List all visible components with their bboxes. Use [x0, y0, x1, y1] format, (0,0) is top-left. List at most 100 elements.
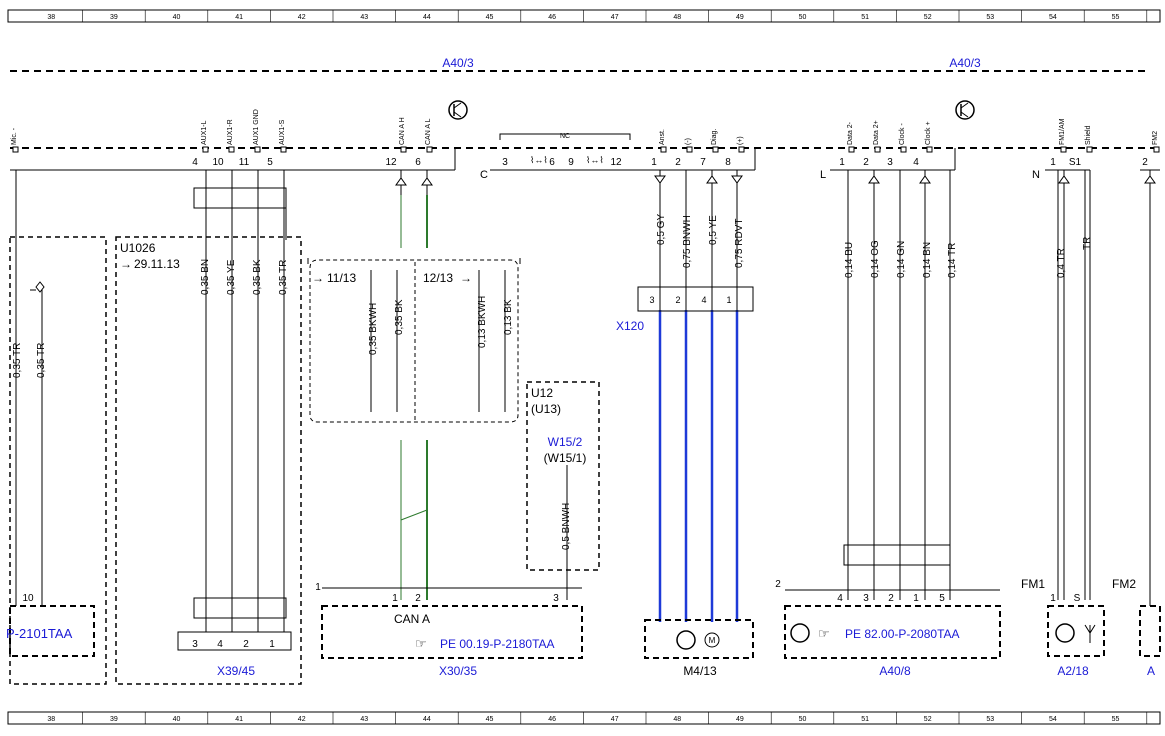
connection-marker-icon [731, 175, 743, 184]
wire-label: 0,35 BK [252, 259, 263, 295]
nc-label: NC [560, 133, 570, 140]
grid-cell-label: 47 [611, 716, 619, 723]
grid-cell-label: 53 [986, 14, 994, 21]
wire-label: 0,5 GY [656, 214, 667, 245]
unit-label-a40-3-left[interactable]: A40/3 [442, 56, 474, 70]
component-boxes [9, 605, 1161, 659]
connector-label-c: C [480, 169, 488, 181]
pin-number: 3 [863, 593, 869, 604]
grid-cell-label: 45 [486, 14, 494, 21]
a40-8-label[interactable]: A40/8 [879, 664, 911, 678]
right-component-label[interactable]: A [1147, 664, 1155, 678]
antenna-icon [1055, 623, 1096, 643]
variant-w15-2[interactable]: W15/2 [548, 435, 583, 449]
wire-label: 0,35 BN [200, 259, 211, 295]
variant-u1026-date: 29.11.13 [134, 257, 180, 271]
x39-45-connector [177, 631, 292, 651]
nc-jumper-icon: ⌇↔⌇ [530, 155, 548, 165]
grid-cell-label: 55 [1112, 14, 1120, 21]
wire-label: 0,75 BNWH [682, 215, 693, 268]
connection-marker-icon [919, 175, 931, 184]
pin-label-aux-l: AUX1-L [201, 120, 208, 145]
wire-labels: 0,35 BN 0,35 YE 0,35 BK 0,35 TR 0,35 TR … [12, 214, 1093, 550]
variant-u13: (U13) [531, 402, 561, 416]
left-ref-link[interactable]: P-2101TAA [6, 626, 73, 641]
pin-square [280, 146, 287, 153]
grid-cell-label: 46 [548, 14, 556, 21]
connector-label-l: L [820, 169, 826, 181]
grid-cell-label: 50 [799, 14, 807, 21]
grid-cell-label: 41 [235, 14, 243, 21]
pin-number: 2 [675, 295, 680, 305]
pin-label-minus: (-) [685, 138, 692, 145]
pin-number: 7 [700, 157, 706, 168]
pin-number: 2 [243, 639, 249, 650]
pin-number: S [1074, 593, 1081, 604]
pin-square [1060, 146, 1067, 153]
pin-square [848, 146, 855, 153]
fm1-label: FM1 [1021, 577, 1045, 591]
connector-label-n: N [1032, 169, 1040, 181]
pin-number: 2 [415, 593, 421, 604]
variant-w15-1: (W15/1) [544, 451, 587, 465]
connection-marker-icon [654, 175, 666, 184]
transistor-icon [790, 623, 810, 643]
pin-squares [12, 146, 1160, 153]
pin-number: 2 [888, 593, 894, 604]
connection-marker-icon [1058, 175, 1070, 184]
pin-label-data2p: Data 2+ [873, 120, 880, 145]
pin-number: 12 [610, 157, 622, 168]
left-module-box [9, 236, 107, 685]
x30-35-label[interactable]: X30/35 [439, 664, 477, 678]
grid-cell-label: 38 [47, 14, 55, 21]
grid-cell-label: 43 [360, 14, 368, 21]
pin-square [202, 146, 209, 153]
pin-labels: Mic. - AUX1-L AUX1-R AUX1 GND AUX1-S CAN… [11, 109, 1159, 145]
pin-square [400, 146, 407, 153]
bottom-pin-numbers: 10 3 4 2 1 1 1 2 3 2 4 3 2 1 5 1 S [22, 579, 1080, 650]
transistor-icon [955, 100, 975, 120]
pin-label-mic: Mic. - [11, 127, 18, 145]
unit-label-a40-3-right[interactable]: A40/3 [949, 56, 981, 70]
wire-label: 0,35 TR [12, 343, 23, 378]
a40-8-ref-link[interactable]: PE 82.00-P-2080TAA [845, 627, 960, 641]
pin-square [900, 146, 907, 153]
pin-number: 5 [267, 157, 273, 168]
pin-number: 1 [913, 593, 919, 604]
pin-square [228, 146, 235, 153]
grid-cell-label: 40 [173, 716, 181, 723]
variant-u1026: U1026 [120, 241, 156, 255]
grid-cell-label: 39 [110, 716, 118, 723]
pin-number: 3 [887, 157, 893, 168]
pin-number: 2 [1142, 157, 1148, 168]
x30-35-ref-link[interactable]: PE 00.19-P-2180TAA [440, 637, 555, 651]
x120-label[interactable]: X120 [616, 319, 644, 333]
grid-cell-label: 48 [673, 14, 681, 21]
pin-number: 9 [568, 157, 574, 168]
pin-number: 1 [1050, 157, 1056, 168]
x39-45-label[interactable]: X39/45 [217, 664, 255, 678]
a2-18-label[interactable]: A2/18 [1057, 664, 1089, 678]
connection-marker-icon [706, 175, 718, 184]
pin-label-clockp: Clock + [925, 121, 932, 145]
pin-label-plus: (+) [737, 136, 744, 145]
grid-cell-label: 50 [799, 716, 807, 723]
pin-square [874, 146, 881, 153]
pin-number: 4 [217, 639, 223, 650]
grid-cell-label: 52 [924, 716, 932, 723]
pin-square [1086, 146, 1093, 153]
x120-pins: 3 2 4 1 [649, 295, 731, 305]
pin-label-aux-gnd: AUX1 GND [253, 109, 260, 145]
pin-label-anst: Anst. [659, 129, 666, 145]
grid-cell-label: 49 [736, 716, 744, 723]
x120-connector [637, 286, 754, 312]
grid-cell-label: 41 [235, 716, 243, 723]
wire-label: 0,4 TR [1056, 248, 1067, 278]
variant-11-13: 11/13 [327, 271, 356, 285]
pin-number: 4 [913, 157, 919, 168]
grid-cell-label: 39 [110, 14, 118, 21]
connection-marker-icon [1144, 175, 1156, 184]
pin-number: 6 [415, 157, 421, 168]
pin-label-data2m: Data 2- [847, 121, 854, 145]
